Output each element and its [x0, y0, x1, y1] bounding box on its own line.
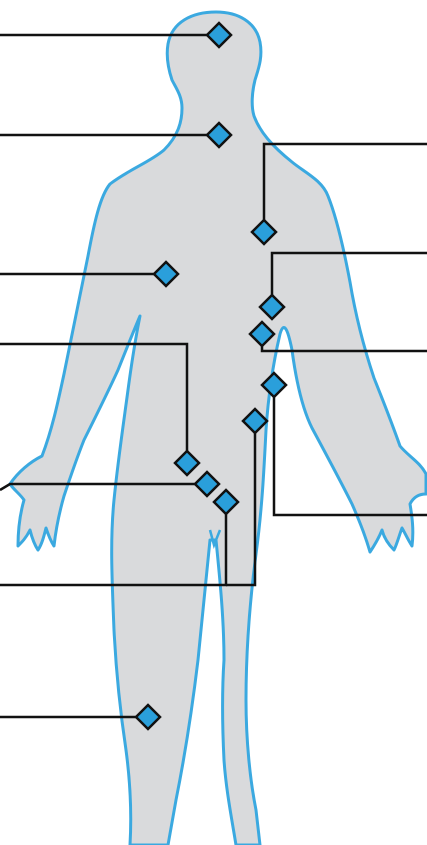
body-diagram	[0, 0, 427, 845]
